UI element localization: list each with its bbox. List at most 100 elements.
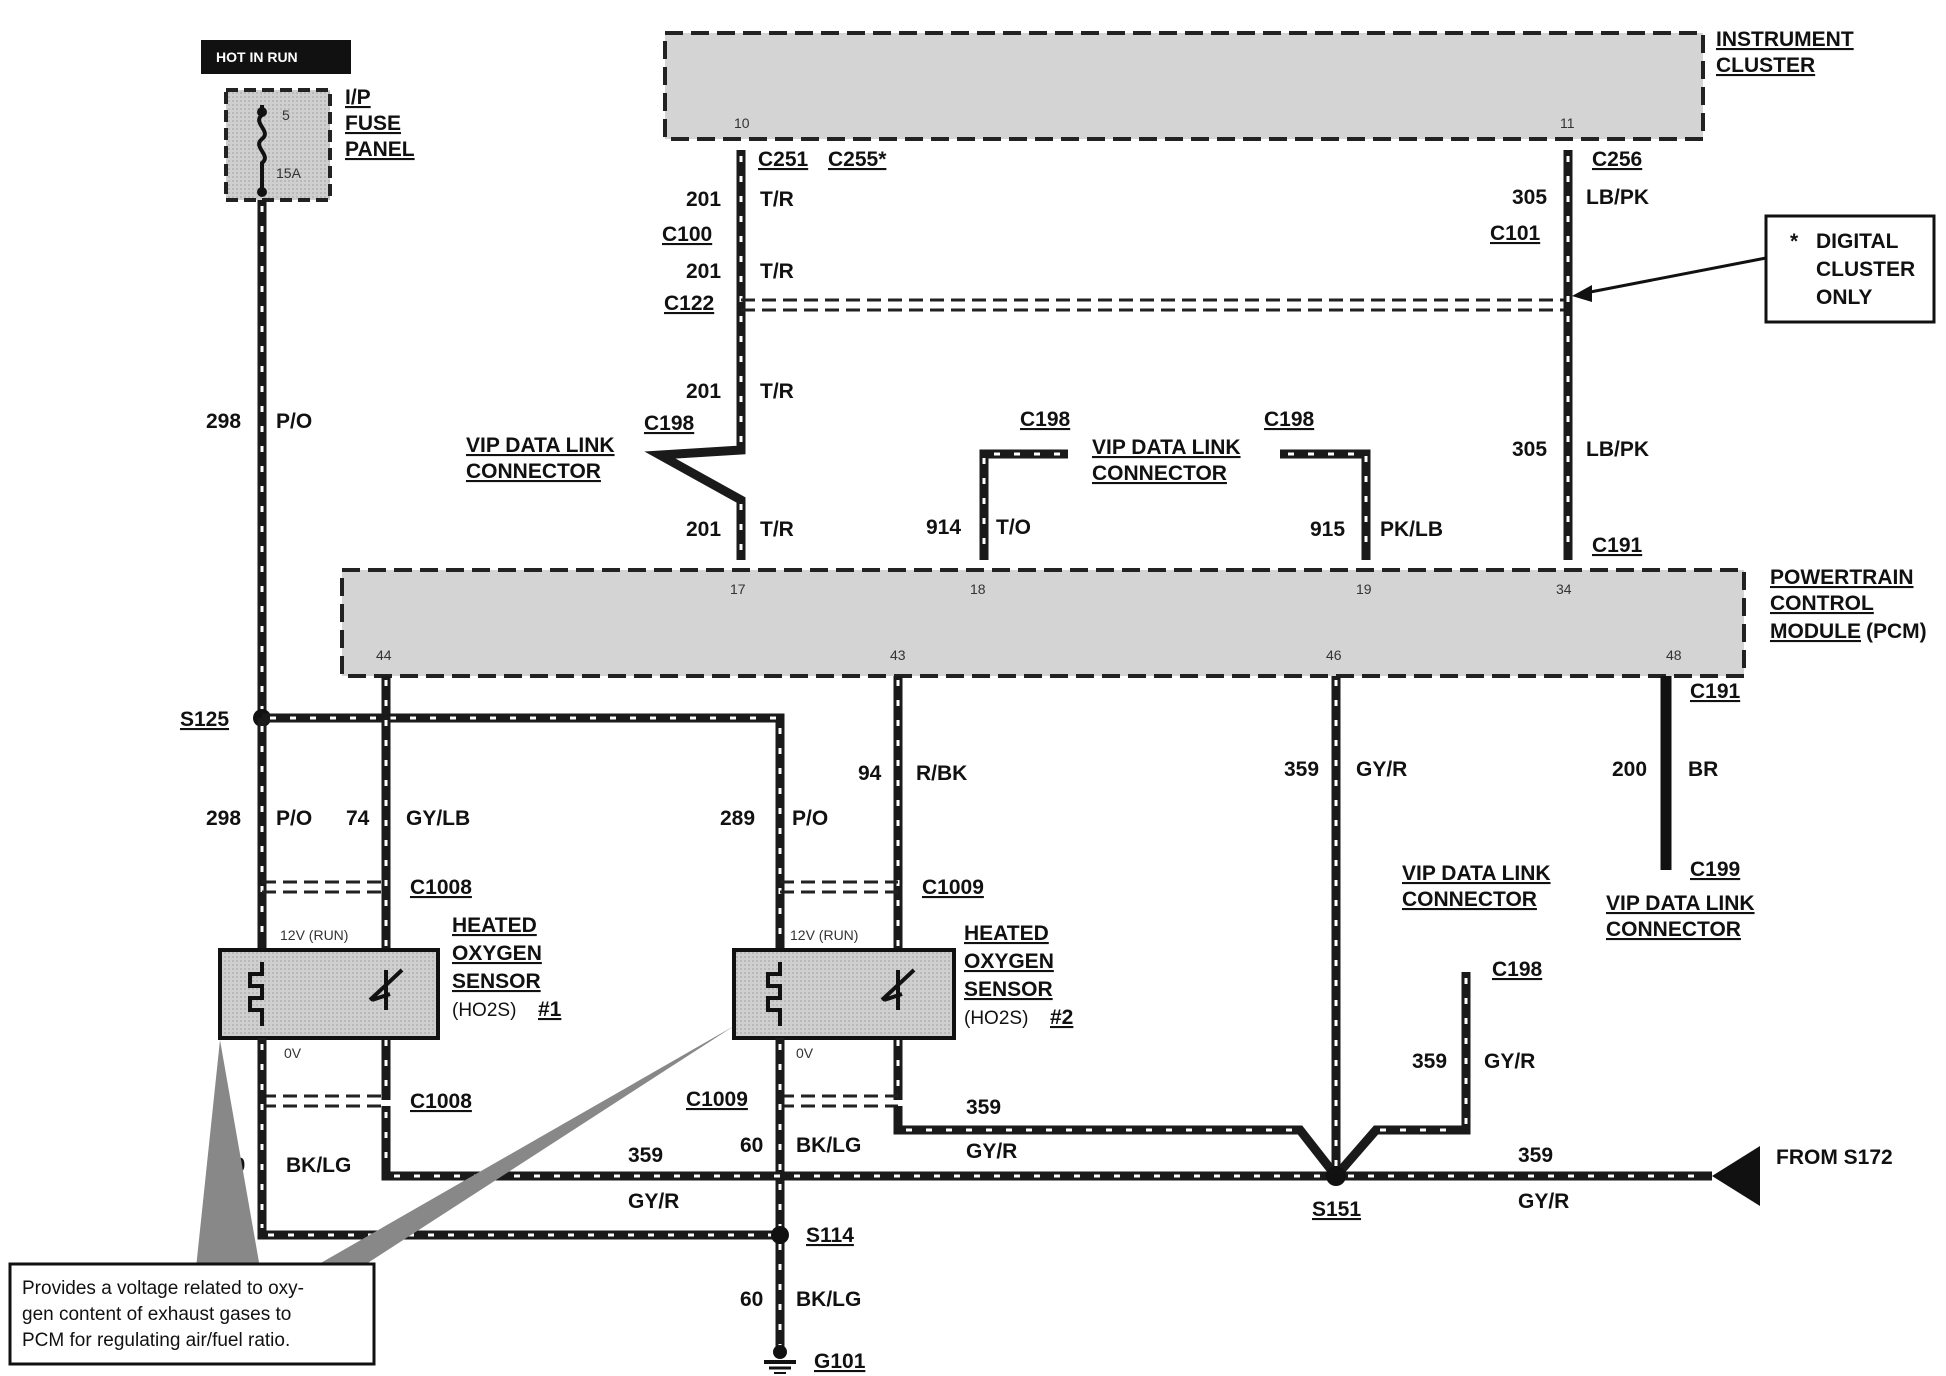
pcm-pin-19: 19 [1356, 581, 1372, 597]
sensor2-box [732, 948, 956, 1040]
wire-60-ground-number: 60 [740, 1288, 763, 1311]
wire-94-color: R/BK [916, 762, 967, 785]
connector-c1009-bottom: C1009 [686, 1088, 748, 1111]
wire-915-number: 915 [1310, 518, 1345, 541]
pcm-pin-48: 48 [1666, 647, 1682, 663]
splice-s114-dot [771, 1226, 789, 1244]
vip-c199-label-2: CONNECTOR [1606, 918, 1741, 941]
wire-359-s2-number: 359 [966, 1096, 1001, 1119]
fuse-symbol [257, 105, 267, 193]
splice-s125: S125 [180, 708, 229, 731]
note-arrowhead [1572, 285, 1592, 302]
wire-60-s2-number: 60 [740, 1134, 763, 1157]
wire-201 [644, 150, 746, 560]
splice-s114: S114 [806, 1224, 854, 1247]
sensor1-name-2: OXYGEN [452, 942, 542, 965]
wire-298-lower-number: 298 [206, 807, 241, 830]
connector-c198-middle: C198 [1020, 408, 1071, 431]
from-s172-label: FROM S172 [1776, 1146, 1893, 1169]
vip-middle-label-2: CONNECTOR [1092, 462, 1227, 485]
hot-in-run-box [201, 40, 351, 74]
pcm-label-1: POWERTRAIN [1770, 566, 1914, 589]
wire-359-vip-number: 359 [1412, 1050, 1447, 1073]
ground-icon [764, 1345, 796, 1374]
wire-359-bus-number: 359 [628, 1144, 663, 1167]
instrument-cluster-box [663, 31, 1705, 141]
wire-915 [1280, 449, 1371, 560]
pcm-label-3: MODULE [1770, 620, 1861, 643]
wire-289-color: P/O [792, 807, 828, 830]
note-line-3: ONLY [1816, 286, 1872, 309]
wire-359-s172-color: GY/R [1518, 1190, 1569, 1213]
wire-359-bus-color: GY/R [628, 1190, 679, 1213]
vip-lower-label-2: CONNECTOR [1402, 888, 1537, 911]
wire-305-number-2: 305 [1512, 438, 1547, 461]
connector-c198-right: C198 [1264, 408, 1315, 431]
wire-201-color-2: T/R [760, 260, 794, 283]
wire-201-color-4: T/R [760, 518, 794, 541]
sensor2-heater-icon [766, 962, 782, 1026]
fuse-rating: 15A [276, 165, 302, 181]
splice-s151-dot [1326, 1166, 1346, 1186]
sensor1-name-1: HEATED [452, 914, 537, 937]
callout-box [8, 1262, 376, 1366]
wire-60-sensor1 [257, 1038, 780, 1240]
connector-c198-lower: C198 [1492, 958, 1543, 981]
fuse-terminal-top [257, 107, 267, 117]
hot-in-run-label: HOT IN RUN [216, 49, 298, 65]
sensor2-name-1: HEATED [964, 922, 1049, 945]
sensor1-0v: 0V [284, 1045, 302, 1061]
fuse-number: 5 [282, 107, 290, 123]
sensor2-num: #2 [1050, 1006, 1073, 1029]
callout-pointer [196, 1040, 260, 1268]
callout-line-3: PCM for regulating air/fuel ratio. [22, 1330, 290, 1351]
instrument-cluster-label-1: INSTRUMENT [1716, 28, 1854, 51]
wire-201-color-1: T/R [760, 188, 794, 211]
pcm-pin-43: 43 [890, 647, 906, 663]
note-arrow [1579, 256, 1767, 296]
wire-74-number: 74 [346, 807, 370, 830]
wire-60-s1-color: BK/LG [286, 1154, 351, 1177]
sensor1-variable-resistor-icon [368, 968, 404, 1010]
pcm-box [340, 568, 1746, 678]
wire-914 [979, 449, 1068, 560]
wire-60-ground-color: BK/LG [796, 1288, 861, 1311]
wire-359-pcm-number: 359 [1284, 758, 1319, 781]
connector-c255: C255* [828, 148, 887, 171]
pcm-pin-46: 46 [1326, 647, 1342, 663]
digital-cluster-note-box [1764, 214, 1936, 324]
fuse-panel-label-2: FUSE [345, 112, 401, 135]
wire-201-number-2: 201 [686, 260, 721, 283]
connector-c191-upper: C191 [1592, 534, 1643, 557]
sensor2-variable-resistor-icon [880, 968, 916, 1010]
wire-298-color: P/O [276, 410, 312, 433]
wire-289-number: 289 [720, 807, 755, 830]
wire-298-lower-color: P/O [276, 807, 312, 830]
ground-label: G101 [814, 1350, 866, 1373]
connector-c122: C122 [664, 292, 714, 315]
fuse-panel-label-1: I/P [345, 86, 371, 109]
note-line-1: DIGITAL [1816, 230, 1899, 253]
wire-305-color-1: LB/PK [1586, 186, 1649, 209]
wire-305-color-2: LB/PK [1586, 438, 1649, 461]
sensor1-heater-icon [248, 962, 264, 1026]
wire-914-color: T/O [996, 516, 1031, 539]
fuse-terminal-bottom [257, 187, 267, 197]
connector-c1009-top: C1009 [922, 876, 984, 899]
note-star: * [1790, 230, 1799, 253]
wire-359-sensor2 [893, 1106, 1340, 1179]
wire-359-s2-color: GY/R [966, 1140, 1017, 1163]
vip-middle-label-1: VIP DATA LINK [1092, 436, 1241, 459]
sensor1-name-3: SENSOR [452, 970, 541, 993]
pcm-pin-17: 17 [730, 581, 746, 597]
callout-pointer-2 [312, 1026, 734, 1268]
callout-line-1: Provides a voltage related to oxy- [22, 1278, 304, 1299]
sensor2-12v: 12V (RUN) [790, 927, 858, 943]
vip-left-label-2: CONNECTOR [466, 460, 601, 483]
wire-359-sensor1 [381, 1106, 1336, 1181]
wire-94-number: 94 [858, 762, 882, 785]
connector-c199: C199 [1690, 858, 1740, 881]
cluster-pin-11: 11 [1560, 115, 1575, 131]
wire-201-number-4: 201 [686, 518, 721, 541]
